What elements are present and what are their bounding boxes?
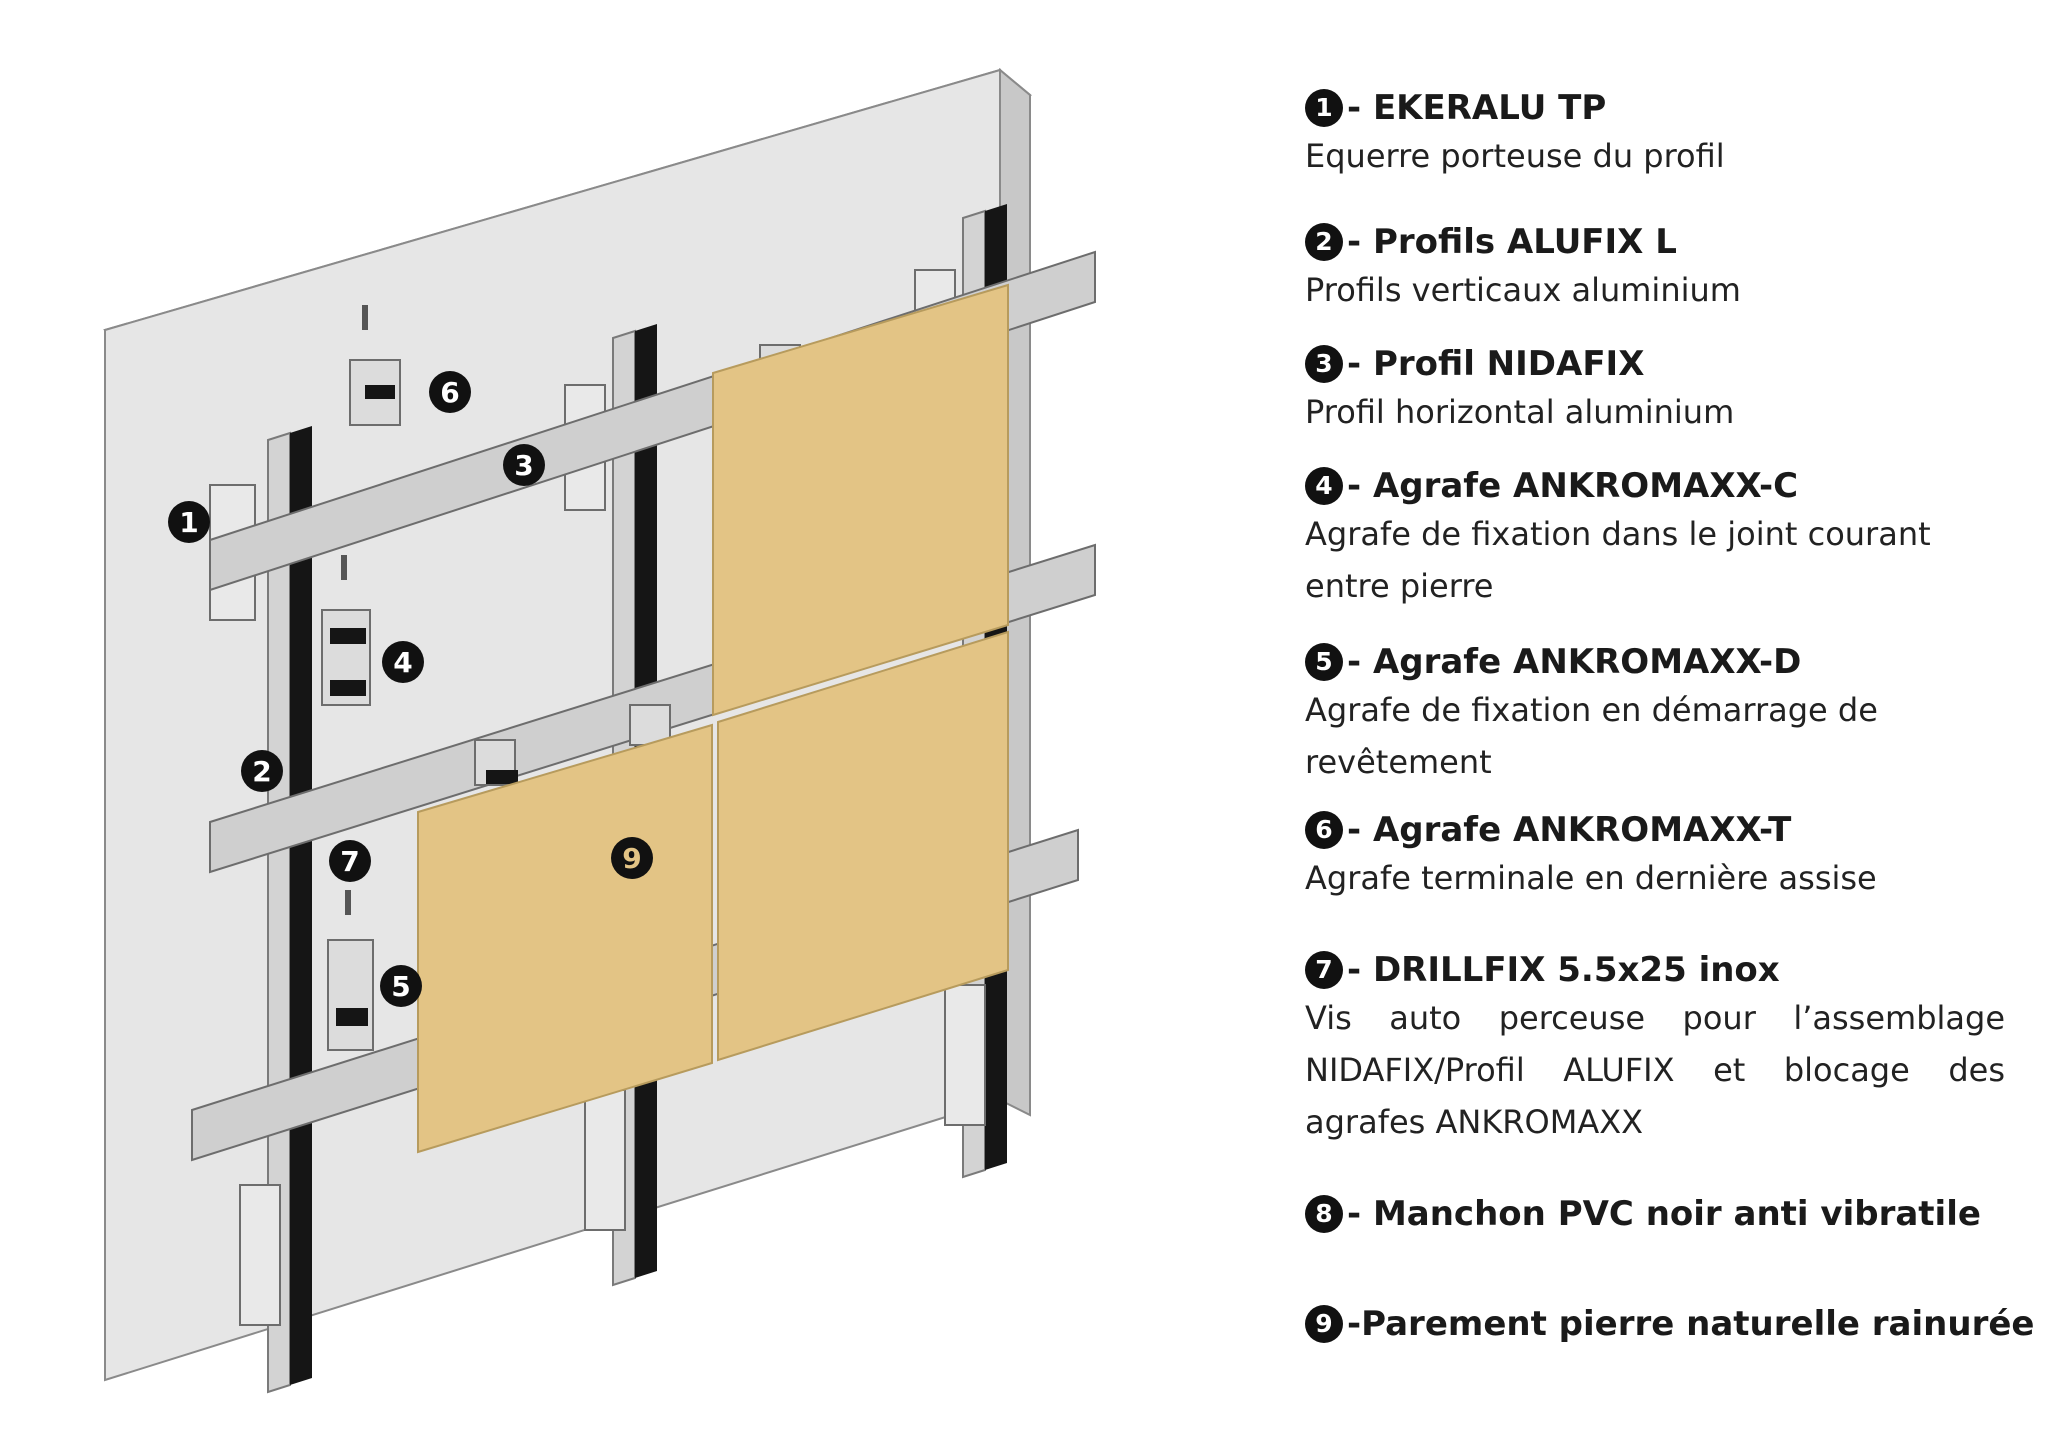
callout-4: 4 — [382, 641, 424, 683]
legend-description: Agrafe de fixation dans le joint courant… — [1305, 515, 1931, 605]
legend-title: - Agrafe ANKROMAXX-D — [1347, 642, 1802, 682]
legend-item-5: 5- Agrafe ANKROMAXX-D Agrafe de fixation… — [1305, 640, 2025, 788]
legend-title: -Parement pierre naturelle rainurée — [1347, 1304, 2035, 1344]
callout-1: 1 — [168, 501, 210, 543]
legend-title: - Profil NIDAFIX — [1347, 344, 1645, 384]
stone-panel — [712, 283, 1009, 717]
callout-5: 5 — [380, 965, 422, 1007]
legend-item-4: 4- Agrafe ANKROMAXX-C Agrafe de fixation… — [1305, 464, 2025, 612]
legend-item-3: 3 - Profil NIDAFIX Profil horizontal alu… — [1305, 342, 2025, 438]
legend-title: - Agrafe ANKROMAXX-T — [1347, 810, 1792, 850]
screw — [341, 555, 347, 580]
legend-title: - Manchon PVC noir anti vibratile — [1347, 1194, 1981, 1234]
legend-title: - Profils ALUFIX L — [1347, 222, 1677, 262]
callout-7-label: 7 — [340, 845, 359, 878]
legend-title: - Agrafe ANKROMAXX-C — [1347, 466, 1799, 506]
legend-description: Profils verticaux aluminium — [1305, 271, 1741, 309]
facade-cladding-diagram: 1 2 3 4 5 6 7 9 — [103, 67, 1096, 1394]
legend-item-6: 6- Agrafe ANKROMAXX-T Agrafe terminale e… — [1305, 808, 2025, 904]
callout-3-label: 3 — [514, 449, 533, 482]
callout-9: 9 — [611, 837, 653, 879]
number-badge: 7 — [1305, 951, 1343, 989]
bracket — [584, 1089, 626, 1231]
number-badge: 4 — [1305, 467, 1343, 505]
clip-ankromaxx-c — [321, 555, 371, 706]
callout-3: 3 — [503, 444, 545, 486]
callout-9-label: 9 — [622, 842, 641, 875]
number-badge: 9 — [1305, 1305, 1343, 1343]
callout-6: 6 — [429, 371, 471, 413]
vertical-profile-left — [267, 426, 312, 1394]
legend-description: Profil horizontal aluminium — [1305, 393, 1735, 431]
clip-ankromaxx-d — [327, 890, 374, 1051]
callout-7: 7 — [329, 840, 371, 882]
pvc-sleeve — [290, 426, 312, 1385]
screw — [345, 890, 351, 915]
legend-description: Equerre porteuse du profil — [1305, 137, 1725, 175]
callout-1-label: 1 — [179, 506, 198, 539]
screw — [362, 305, 368, 330]
stone-panel — [717, 630, 1009, 1062]
legend-item-7: 7 - DRILLFIX 5.5x25 inox Vis auto perceu… — [1305, 948, 2025, 1148]
callout-2: 2 — [241, 750, 283, 792]
legend-description: Vis auto perceuse pour l’assemblage NIDA… — [1305, 999, 2005, 1141]
legend-item-9: 9-Parement pierre naturelle rainurée — [1305, 1302, 2034, 1346]
number-badge: 3 — [1305, 345, 1343, 383]
legend-title: - DRILLFIX 5.5x25 inox — [1347, 950, 1780, 990]
legend-item-1: 1- EKERALU TP Equerre porteuse du profil — [1305, 86, 2025, 182]
legend-description: Agrafe de fixation en démarrage de revêt… — [1305, 691, 1878, 781]
stone-panels — [417, 283, 1009, 1154]
legend-item-8: 8 - Manchon PVC noir anti vibratile — [1305, 1192, 2025, 1236]
number-badge: 5 — [1305, 643, 1343, 681]
number-badge: 6 — [1305, 811, 1343, 849]
bracket — [239, 1184, 281, 1326]
number-badge: 8 — [1305, 1195, 1343, 1233]
bracket — [944, 984, 986, 1126]
callout-4-label: 4 — [393, 646, 412, 679]
number-badge: 2 — [1305, 223, 1343, 261]
stone-panel — [417, 723, 713, 1154]
legend-title: - EKERALU TP — [1347, 88, 1607, 128]
legend-description: Agrafe terminale en dernière assise — [1305, 859, 1877, 897]
callout-5-label: 5 — [391, 970, 410, 1003]
clip-ankromaxx-t — [349, 305, 401, 426]
callout-6-label: 6 — [440, 376, 459, 409]
callout-2-label: 2 — [252, 755, 271, 788]
number-badge: 1 — [1305, 89, 1343, 127]
legend-item-2: 2- Profils ALUFIX L Profils verticaux al… — [1305, 220, 2025, 316]
